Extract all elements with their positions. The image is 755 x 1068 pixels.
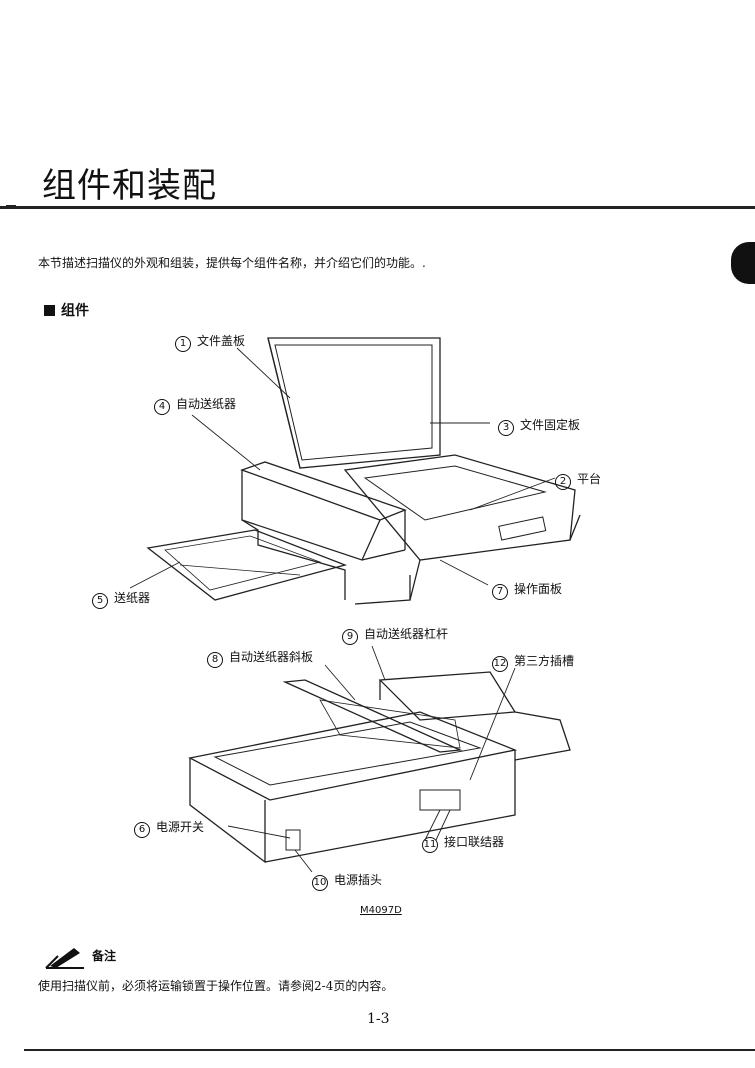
section-heading: 组件 [44, 300, 89, 320]
document-cover-drawing [268, 338, 440, 468]
page-title: 组件和装配 [42, 166, 217, 206]
figure-code: M4097D [360, 905, 402, 916]
note-text: 使用扫描仪前，必须将运输锁置于操作位置。请参阅2-4页的内容。 [38, 979, 394, 993]
footer-rule [24, 1049, 755, 1051]
flatbed-base-drawing [345, 455, 580, 604]
adf-drawing [242, 462, 405, 600]
adf-chute-rear-drawing [285, 680, 460, 752]
intro-paragraph: 本节描述扫描仪的外观和组装，提供每个组件名称，并介绍它们的功能。. [38, 256, 426, 270]
square-bullet-icon [44, 305, 55, 316]
adf-rear-drawing [380, 672, 570, 760]
chapter-tab [731, 242, 755, 284]
page-number: 1-3 [367, 1011, 390, 1027]
paper-chute-drawing [148, 530, 345, 600]
section-heading-text: 组件 [61, 303, 89, 319]
note-label: 备注 [92, 949, 117, 963]
pencil-note-icon [44, 948, 86, 972]
title-rule [0, 206, 755, 209]
